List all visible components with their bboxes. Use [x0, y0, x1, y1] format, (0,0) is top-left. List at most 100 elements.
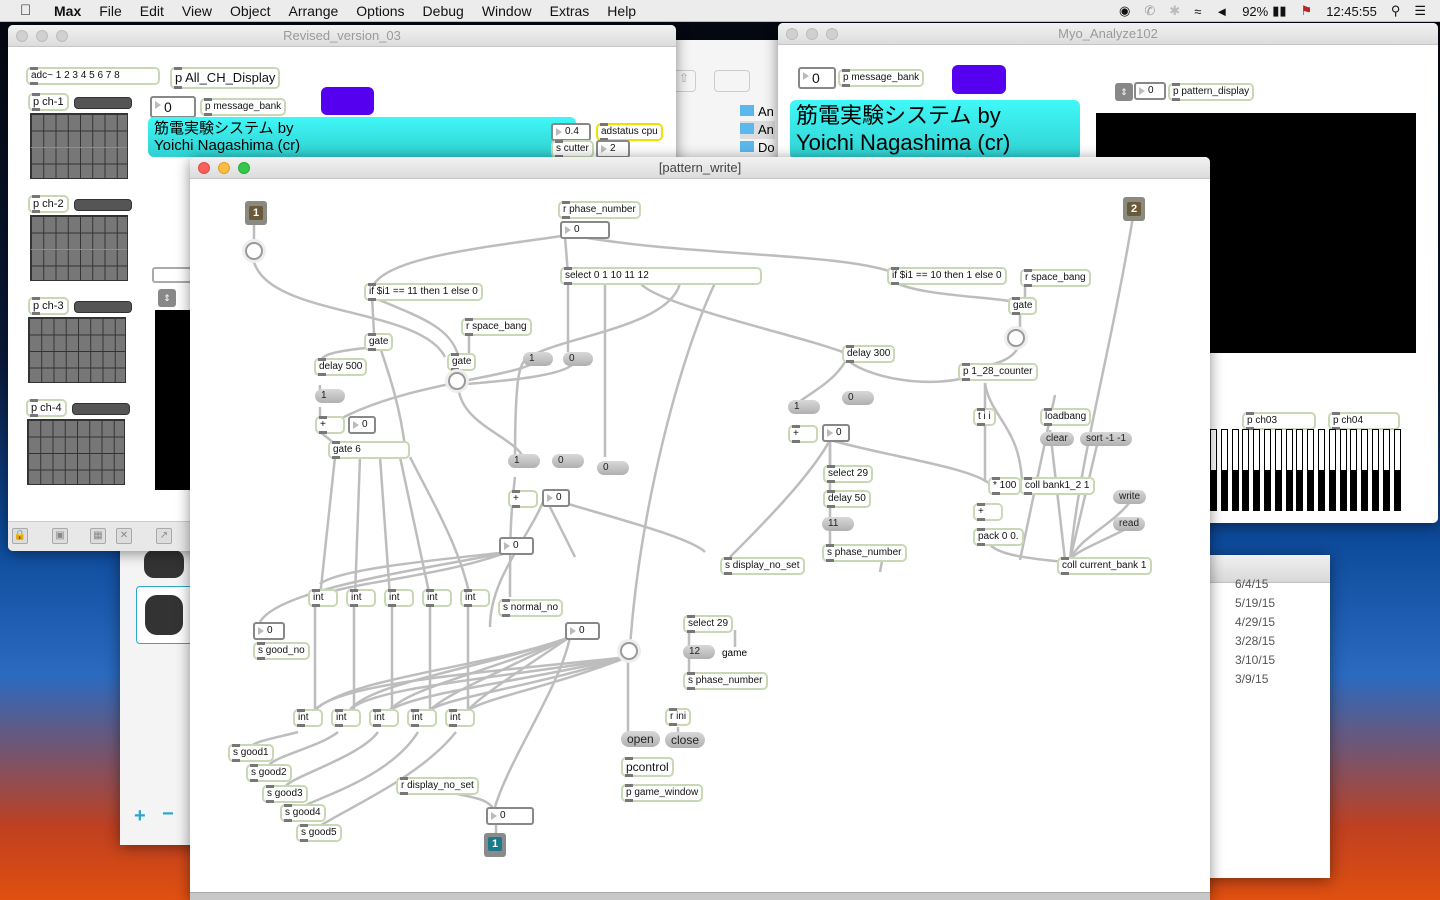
message-1[interactable]: 1 [315, 389, 345, 403]
slider-bar[interactable] [1253, 429, 1261, 511]
plus-object[interactable]: + [788, 425, 818, 443]
game-window-subpatch[interactable]: p game_window [621, 784, 704, 802]
menu-app[interactable]: Max [54, 2, 82, 19]
inlet-1[interactable]: 1 [245, 201, 267, 225]
menu-window[interactable]: Window [481, 2, 532, 19]
send-good4[interactable]: s good4 [280, 804, 326, 822]
select-main-object[interactable]: select 0 1 10 11 12 [560, 267, 762, 285]
slider-bar[interactable] [1318, 429, 1325, 511]
menu-view[interactable]: View [181, 2, 213, 19]
int-object[interactable]: int [460, 589, 490, 607]
color-panel[interactable] [321, 87, 374, 115]
close-button[interactable] [786, 28, 798, 40]
spinner-icon[interactable]: ⇕ [1115, 83, 1133, 101]
send-good-no[interactable]: s good_no [253, 642, 310, 660]
int-number[interactable]: 0 [499, 537, 534, 555]
horizontal-scrollbar[interactable] [190, 892, 1210, 900]
spinner-icon[interactable]: ⇕ [158, 289, 176, 307]
loadbang-object[interactable]: loadbang [1040, 408, 1092, 426]
slider-bar[interactable] [1231, 429, 1239, 511]
receive-display-no-set[interactable]: r display_no_set [396, 777, 479, 795]
clear-message[interactable]: clear [1040, 432, 1074, 446]
select-29-object[interactable]: select 29 [683, 615, 734, 633]
coll-current-bank-object[interactable]: coll current_bank 1 [1057, 557, 1152, 575]
date-item[interactable]: 3/10/15 [1235, 653, 1276, 667]
message-bank-object[interactable]: p message_bank [838, 69, 925, 87]
slider-bar[interactable] [1307, 429, 1315, 511]
cpu-value[interactable]: 2 [596, 140, 630, 158]
lock-icon[interactable]: 🔒 [12, 528, 28, 544]
sort-message[interactable]: sort -1 -1 [1080, 432, 1133, 446]
slider-bar[interactable] [1393, 429, 1401, 511]
slider-bar[interactable] [1372, 429, 1379, 511]
phase-number-box[interactable]: 0 [560, 221, 610, 239]
trigger-object[interactable]: t i i [973, 408, 996, 426]
zoom-button[interactable] [238, 162, 250, 174]
multiply-100-object[interactable]: * 100 [988, 477, 1022, 495]
wifi-icon[interactable]: ≈ [1194, 3, 1202, 19]
ch3-object[interactable]: p ch-3 [28, 297, 69, 315]
number-box[interactable]: 0 [798, 67, 836, 89]
good-number[interactable]: 0 [253, 622, 285, 640]
if-11-object[interactable]: if $i1 == 11 then 1 else 0 [364, 283, 483, 301]
plus-object[interactable]: + [508, 490, 538, 508]
message-0[interactable]: 0 [597, 461, 629, 475]
number-box[interactable]: 0 [150, 96, 196, 118]
delay-500-object[interactable]: delay 500 [314, 358, 368, 376]
close-x-icon[interactable]: ✕ [116, 528, 132, 544]
bang-button[interactable] [245, 242, 263, 260]
slider-bar[interactable] [1285, 429, 1293, 511]
gate-6-object[interactable]: gate 6 [328, 441, 410, 459]
close-message[interactable]: close [665, 732, 706, 748]
chart-icon[interactable]: ↗ [156, 528, 172, 544]
receive-phase-number[interactable]: r phase_number [558, 201, 641, 219]
pcontrol-object[interactable]: pcontrol [621, 757, 674, 777]
message-0[interactable]: 0 [552, 454, 584, 468]
menu-options[interactable]: Options [356, 2, 405, 19]
ch2-object[interactable]: p ch-2 [28, 195, 69, 213]
flag-icon[interactable]: ⚑ [1300, 3, 1313, 18]
open-message[interactable]: open [621, 731, 660, 747]
battery-percent[interactable]: 92% [1242, 3, 1269, 19]
menu-edit[interactable]: Edit [139, 2, 164, 19]
color-panel[interactable] [952, 65, 1006, 94]
message-1[interactable]: 1 [508, 454, 540, 468]
int-object[interactable]: int [422, 589, 452, 607]
apple-menu-icon[interactable]:  [20, 2, 40, 19]
int-object[interactable]: int [445, 709, 475, 727]
close-button[interactable] [16, 30, 28, 42]
if-10-object[interactable]: if $i1 == 10 then 1 else 0 [887, 267, 1007, 285]
date-item[interactable]: 4/29/15 [1235, 615, 1276, 629]
minimize-button[interactable] [806, 28, 818, 40]
counter-number[interactable]: 0 [348, 416, 376, 434]
remove-icon[interactable]: − [162, 803, 174, 825]
slider-bar[interactable] [1242, 429, 1250, 511]
titlebar[interactable]: Myo_Analyze102 [778, 23, 1438, 45]
send-phase-number[interactable]: s phase_number [822, 544, 907, 562]
receive-ini[interactable]: r ini [665, 708, 692, 726]
int-object[interactable]: int [407, 709, 437, 727]
ch1-object[interactable]: p ch-1 [28, 93, 69, 111]
message-1[interactable]: 1 [788, 400, 820, 414]
ch4-object[interactable]: p ch-4 [26, 399, 67, 417]
send-good2[interactable]: s good2 [246, 764, 292, 782]
int-object[interactable]: int [346, 589, 376, 607]
message-0[interactable]: 0 [842, 391, 874, 405]
presentation-icon[interactable]: ▣ [52, 528, 68, 544]
ch04-object[interactable]: p ch04 [1328, 412, 1400, 430]
message-bank-object[interactable]: p message_bank [200, 98, 287, 116]
int-object[interactable]: int [331, 709, 361, 727]
int-object[interactable]: int [369, 709, 399, 727]
search-icon[interactable]: ⚲ [1390, 3, 1401, 18]
number-box[interactable]: 0 [565, 622, 600, 640]
message-11[interactable]: 11 [822, 517, 854, 531]
ch03-object[interactable]: p ch03 [1242, 412, 1316, 430]
tag-button[interactable] [714, 70, 750, 92]
gate-object[interactable]: gate [364, 333, 394, 351]
counter-subpatch[interactable]: p 1_28_counter [958, 363, 1038, 381]
slider-bar[interactable] [1328, 429, 1336, 511]
counter-number[interactable]: 0 [822, 424, 850, 442]
slider-bar[interactable] [1350, 429, 1358, 511]
menu-file[interactable]: File [99, 2, 122, 19]
list-icon[interactable]: ☰ [1414, 3, 1426, 18]
